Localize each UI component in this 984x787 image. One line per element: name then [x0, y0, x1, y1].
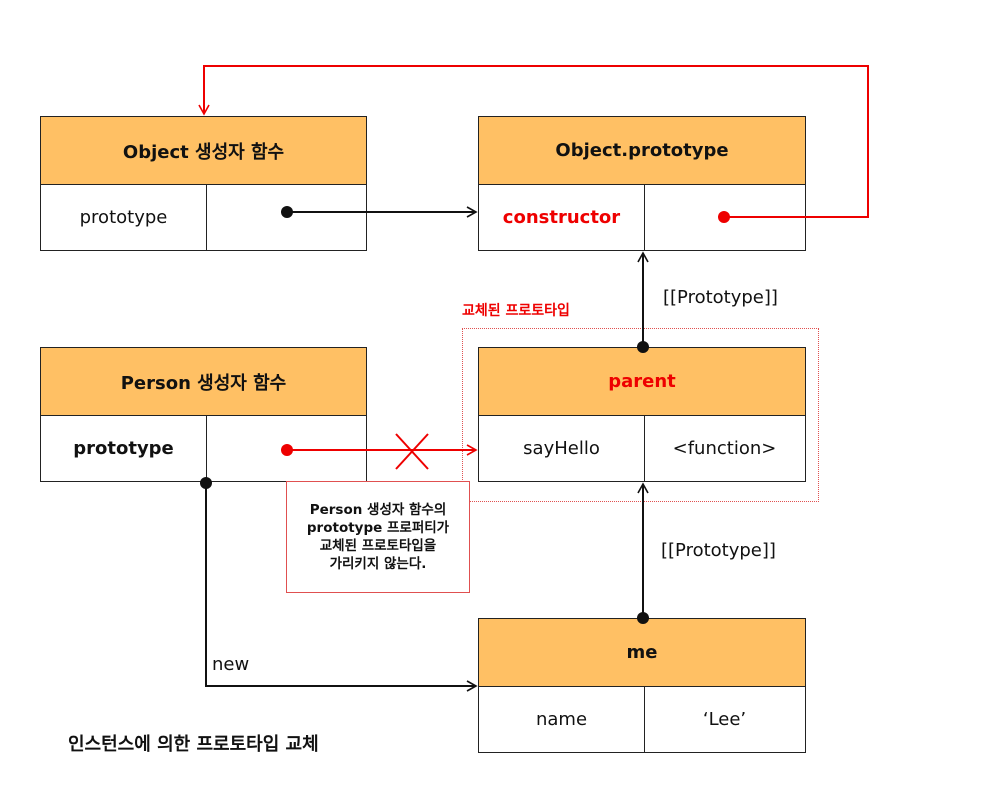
parent-proto-dot [637, 341, 649, 353]
person-prototype-dot [281, 444, 293, 456]
object-constructor-prototype-key: prototype [41, 184, 207, 250]
constructor-back-arrow [198, 65, 869, 218]
diagram-caption: 인스턴스에 의한 프로토타입 교체 [68, 734, 319, 755]
person-constructor-box: Person 생성자 함수 prototype [40, 347, 367, 482]
object-constructor-box: Object 생성자 함수 prototype [40, 116, 367, 251]
me-box: me name ‘Lee’ [478, 618, 806, 753]
replaced-prototype-frame [462, 328, 819, 502]
replaced-prototype-label: 교체된 프로토타입 [462, 303, 570, 319]
new-instance-arrow [205, 483, 478, 692]
object-constructor-title: Object 생성자 함수 [41, 117, 366, 185]
me-name-value: ‘Lee’ [702, 708, 747, 730]
me-proto-dot [637, 612, 649, 624]
parent-sayhello-value: <function> [672, 437, 777, 459]
parent-sayhello-key: sayHello [479, 415, 645, 481]
object-prototype-constructor-key: constructor [479, 184, 645, 250]
me-title: me [479, 619, 805, 687]
cross-mark-b [395, 433, 429, 470]
callout-line: Person 생성자 함수의 [309, 502, 447, 518]
new-instance-dot [200, 477, 212, 489]
callout-line: 가리키지 않는다. [329, 556, 427, 572]
object-ctor-prototype-dot [281, 206, 293, 218]
callout-line: 교체된 프로토타입을 [319, 538, 437, 554]
callout-line: prototype 프로퍼티가 [306, 520, 450, 536]
person-constructor-prototype-key: prototype [41, 415, 207, 481]
parent-box: parent sayHello <function> [478, 347, 806, 482]
person-constructor-title: Person 생성자 함수 [41, 348, 366, 416]
parent-title: parent [479, 348, 805, 416]
callout-note: Person 생성자 함수의 prototype 프로퍼티가 교체된 프로토타입… [286, 481, 470, 593]
prototype-link-label-upper: [[Prototype]] [663, 287, 778, 308]
object-prototype-title: Object.prototype [479, 117, 805, 185]
constructor-dot [718, 211, 730, 223]
me-name-key: name [479, 686, 645, 752]
prototype-link-label-lower: [[Prototype]] [661, 540, 776, 561]
new-label: new [212, 654, 250, 675]
object-prototype-box: Object.prototype constructor [478, 116, 806, 251]
